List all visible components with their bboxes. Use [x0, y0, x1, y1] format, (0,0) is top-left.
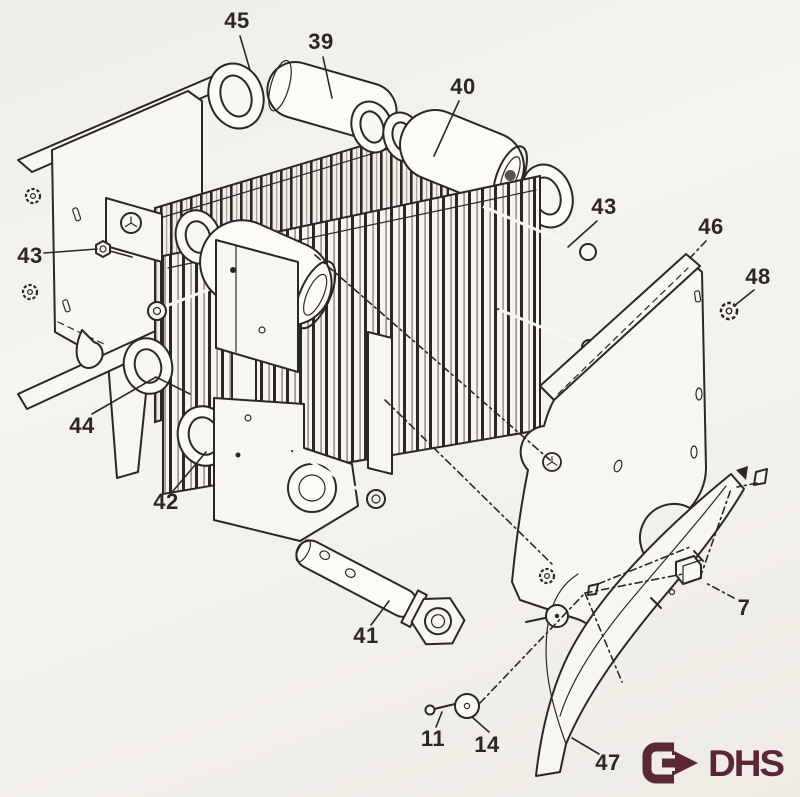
- part-clip-tiny-mid: [587, 583, 599, 596]
- callout-41: 41: [353, 623, 379, 648]
- callout-43-right: 43: [591, 194, 617, 219]
- part-clip-bottom: [538, 567, 556, 585]
- part-lower-housing: [213, 397, 359, 542]
- part-plug-41: [295, 539, 466, 646]
- part-screw-11: [424, 703, 456, 716]
- part-oring-45: [207, 62, 265, 130]
- bolt-lower: [291, 450, 386, 509]
- bolt-43-upper: [481, 205, 597, 261]
- part-panel-46: [511, 253, 707, 628]
- part-latch-7: [675, 555, 702, 585]
- callout-leader-lines: [43, 35, 755, 755]
- part-front-bracket: [215, 239, 299, 373]
- part-nut-43-left: [95, 240, 111, 258]
- callout-39: 39: [308, 29, 334, 54]
- arrow-right-icon: [642, 742, 698, 784]
- callout-14: 14: [474, 732, 500, 757]
- callout-11: 11: [420, 726, 446, 751]
- part-screw-right: [525, 604, 569, 628]
- part-clip-small-right: [753, 468, 768, 486]
- part-clip-top-left-a: [24, 187, 42, 205]
- part-clip-top-left-b: [21, 283, 39, 301]
- callout-43-left: 43: [17, 243, 43, 268]
- part-washer-14: [454, 693, 480, 719]
- part-left-boss-bracket: [105, 197, 163, 263]
- callout-44: 44: [69, 413, 95, 438]
- callout-45: 45: [224, 8, 250, 33]
- callout-47: 47: [595, 750, 621, 775]
- callout-42: 42: [153, 489, 179, 514]
- part-ring-a: [350, 100, 394, 154]
- callout-46: 46: [698, 214, 724, 239]
- callout-7: 7: [737, 595, 751, 620]
- construction-lines: [314, 254, 758, 704]
- dhs-logo: DHS: [642, 742, 785, 784]
- callout-40: 40: [450, 74, 476, 99]
- dhs-logo-text: DHS: [708, 742, 785, 784]
- callout-48: 48: [745, 264, 771, 289]
